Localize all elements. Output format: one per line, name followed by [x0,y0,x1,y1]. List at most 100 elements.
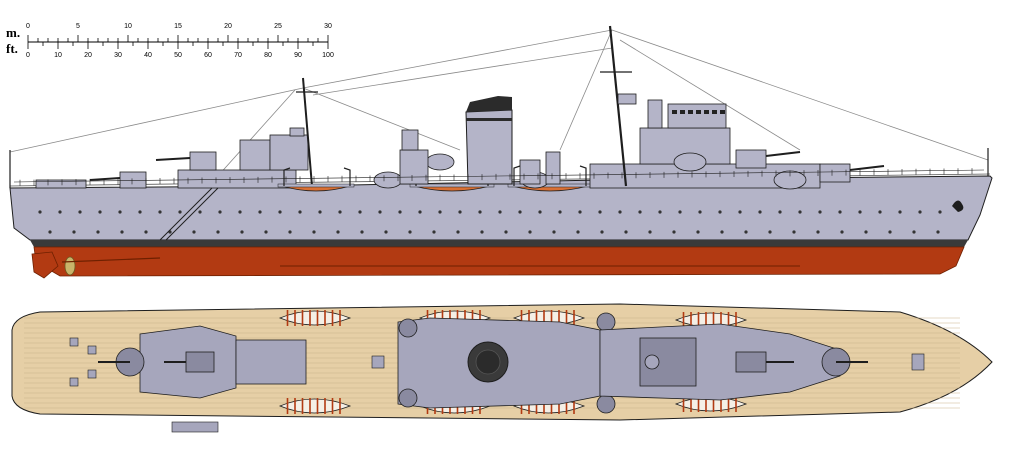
porthole [778,210,782,214]
bridge-window [672,110,677,114]
porthole [318,210,322,214]
porthole [538,210,542,214]
imperial-tick-label: 70 [234,52,242,59]
bow-emblem [952,200,964,212]
guardrail-stanchions [13,168,985,186]
porthole [478,210,482,214]
porthole [378,210,382,214]
gun-b-plan [735,351,794,373]
metric-tick-label: 15 [174,23,182,30]
porthole [600,230,604,234]
searchlight-stbd [596,394,616,414]
boot-topping [30,240,968,247]
depth-charge-rails [35,179,87,189]
metric-tick-label: 10 [124,23,132,30]
porthole [78,210,82,214]
porthole [840,230,844,234]
metric-ticks: 0 5 10 15 20 25 30 [26,23,332,42]
hull-grey [9,175,993,241]
porthole [298,210,302,214]
imperial-tick-label: 100 [322,52,334,59]
porthole [216,230,220,234]
porthole [218,210,222,214]
porthole [504,230,508,234]
gun-y-plan [98,347,145,377]
accommodation-ladder [159,187,213,241]
porthole [672,230,676,234]
porthole [936,230,940,234]
porthole [240,230,244,234]
bridge-windows [672,110,725,114]
gun-x-plan [164,351,215,373]
metric-tick-label: 20 [224,23,232,30]
bridge-window [696,110,701,114]
ventilator-block [519,159,541,185]
porthole [480,230,484,234]
metric-tick-label: 25 [274,23,282,30]
boat-plan [278,310,352,326]
boats-side [277,183,593,192]
porthole [816,230,820,234]
porthole [38,210,42,214]
porthole [918,210,922,214]
imperial-unit-label: ft. [6,41,18,56]
porthole [624,230,628,234]
porthole [838,210,842,214]
porthole [138,210,142,214]
imperial-tick-label: 20 [84,52,92,59]
porthole [120,230,124,234]
mainmast [302,77,313,187]
director-tower [667,103,727,129]
porthole [618,210,622,214]
bridge-tower [647,99,663,129]
porthole [198,210,202,214]
guardrail [13,169,985,183]
imperial-tick-label: 40 [144,52,152,59]
propeller [64,256,76,276]
porthole [96,230,100,234]
porthole [558,210,562,214]
porthole [358,210,362,214]
imperial-tick-label: 10 [54,52,62,59]
metric-tick-label: 5 [76,23,80,30]
porthole [938,210,942,214]
porthole [678,210,682,214]
crows-nest [617,93,637,105]
porthole [758,210,762,214]
metric-tick-label: 0 [26,23,30,30]
porthole [798,210,802,214]
porthole [458,210,462,214]
porthole [58,210,62,214]
portholes-upper [38,210,942,214]
porthole [338,210,342,214]
aa-director [401,129,419,151]
porthole [360,230,364,234]
bridge-window [720,110,725,114]
imperial-tick-label: 80 [264,52,272,59]
aft-rangefinder [289,127,305,137]
tube-mount-port [398,318,418,338]
bridge-window [688,110,693,114]
aft-searchlight-tower [239,139,271,171]
gun-mount-b [735,149,801,169]
porthole [278,210,282,214]
porthole [288,230,292,234]
aft-tower-plan [235,339,307,385]
porthole [192,230,196,234]
rigging-lines [9,29,989,236]
engine-room-vent [545,151,561,185]
porthole [528,230,532,234]
rudder [31,251,59,279]
metric-tick-label: 30 [324,23,332,30]
bridge-window [680,110,685,114]
porthole [912,230,916,234]
porthole [118,210,122,214]
porthole [518,210,522,214]
bridge-window [704,110,709,114]
foremast-plan [644,354,660,370]
porthole [336,230,340,234]
foremast [608,25,628,187]
porthole [264,230,268,234]
